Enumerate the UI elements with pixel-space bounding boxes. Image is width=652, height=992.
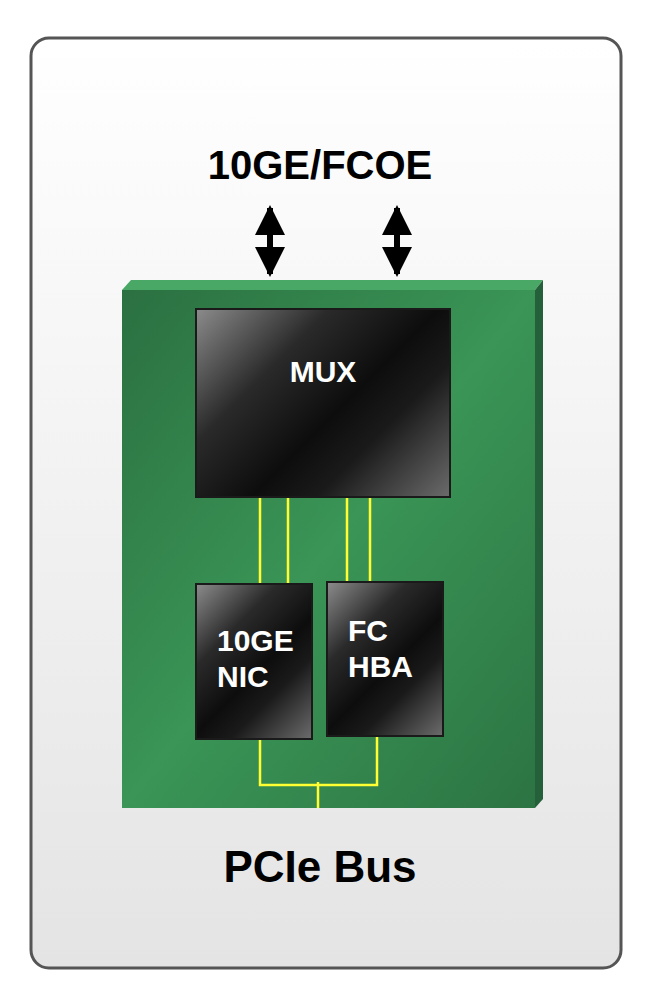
mux-chip: MUX	[195, 308, 451, 498]
board-top-edge	[122, 280, 543, 290]
port-label: 10GE/FCOE	[208, 143, 433, 188]
signal-trace	[260, 498, 288, 583]
port-arrow	[267, 208, 273, 274]
controller-chip: FC HBA	[326, 581, 444, 737]
circuit-board	[122, 290, 535, 808]
port-arrow	[394, 208, 400, 274]
chip-label: MUX	[197, 354, 449, 390]
bus-label: PCIe Bus	[223, 842, 416, 892]
chip-label: 10GE NIC	[217, 623, 294, 695]
board-side-edge	[535, 280, 543, 808]
signal-trace	[260, 737, 377, 785]
chip-label: FC HBA	[348, 613, 413, 685]
controller-chip: 10GE NIC	[195, 583, 313, 740]
panel	[31, 38, 621, 968]
signal-trace	[347, 498, 370, 581]
